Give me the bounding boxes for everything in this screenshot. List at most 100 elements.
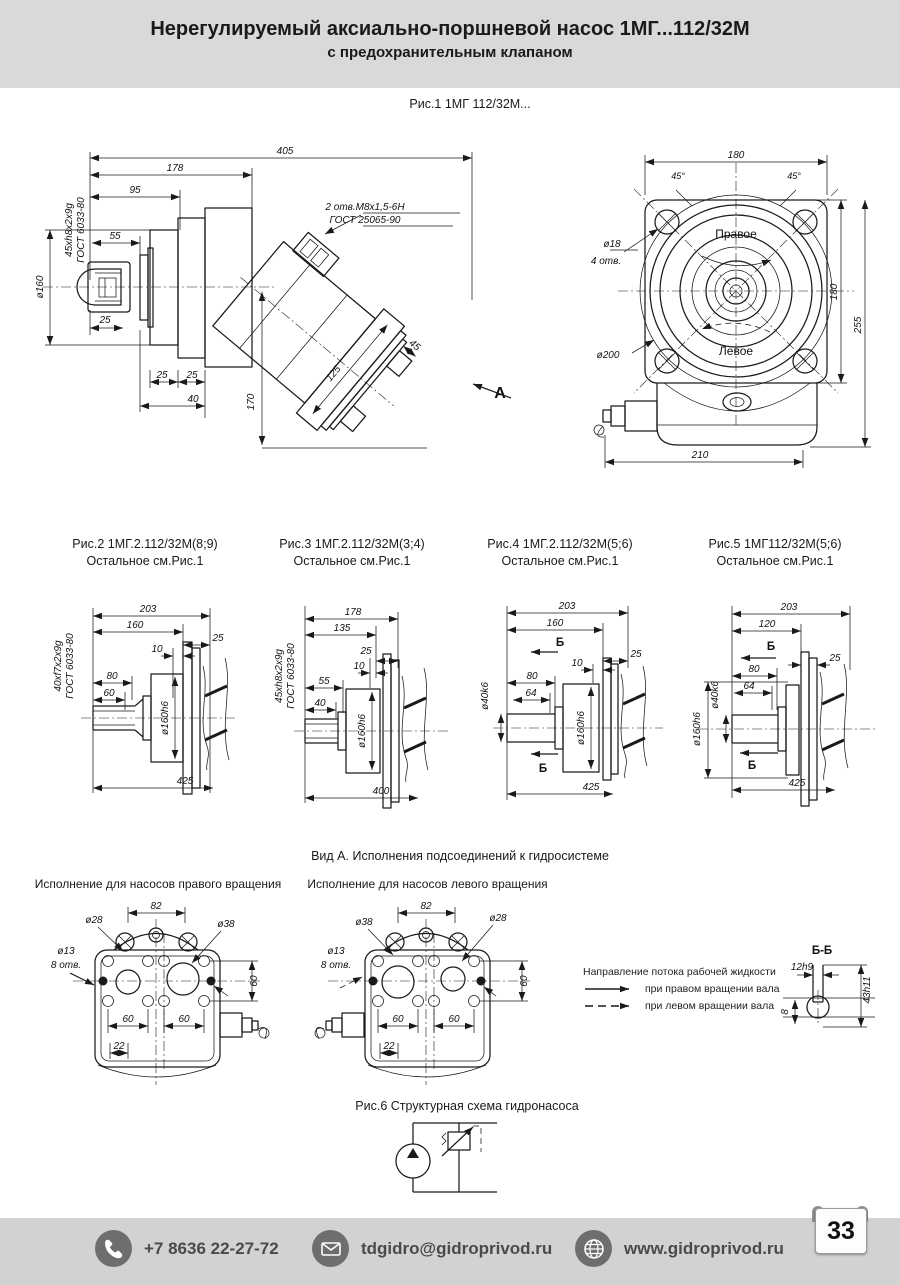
left-rotation-title: Исполнение для насосов левого вращения — [307, 877, 548, 891]
angle-dim: 45° — [787, 171, 801, 181]
phone-number: +7 8636 22-27-72 — [144, 1238, 279, 1258]
fig1-side-outline: 125 45 — [43, 207, 422, 433]
dim: 425 — [789, 778, 806, 789]
dim: ø18 — [603, 239, 621, 250]
fig2-caption: Рис.2 1МГ.2.112/32М(8;9)Остальное см.Рис… — [72, 537, 218, 568]
dim: ø160h6 — [160, 701, 171, 735]
dim: 25 — [155, 370, 168, 381]
spline-designation: 45xh8x2x9g — [274, 649, 285, 703]
fig1-side-view-drawing: 405 178 95 55 45xh8x2x9g ГОСТ 6033-80 ø1… — [35, 146, 512, 449]
fig5-outline — [698, 651, 878, 807]
dim: 400 — [373, 786, 390, 797]
vid-a-title: Вид А. Исполнения подсоединений к гидрос… — [311, 849, 609, 863]
mounting-bolt-holes — [654, 209, 818, 374]
page-number: 33 — [815, 1208, 867, 1254]
dim: 425 — [583, 782, 600, 793]
fig6-schematic-drawing — [395, 1122, 497, 1193]
dim: 10 — [353, 661, 365, 672]
gost-standard: ГОСТ 6033-80 — [65, 633, 76, 699]
spline-designation: 40xf7x2x9g — [53, 640, 64, 692]
flange-outline — [73, 919, 270, 1085]
dim: 203 — [558, 601, 576, 612]
dim: 25 — [359, 646, 372, 657]
fig1-front-outline — [593, 163, 854, 446]
dim: 60 — [448, 1014, 460, 1025]
dim: 210 — [691, 450, 709, 461]
phone-icon — [95, 1230, 132, 1267]
fig5-caption: Рис.5 1МГ112/32М(5;6)Остальное см.Рис.1 — [708, 537, 842, 568]
dim: 405 — [277, 146, 294, 157]
dim: 60 — [249, 975, 260, 987]
page-number-bookmark: 33 — [812, 1206, 868, 1254]
footer-website: www.gidroprivod.ru — [575, 1230, 784, 1267]
dim: 255 — [853, 316, 864, 334]
dim: 82 — [150, 901, 162, 912]
fig1-caption: Рис.1 1МГ 112/32М... — [409, 97, 531, 111]
rotation-left-label: Левое — [719, 344, 753, 358]
legend-title: Направление потока рабочей жидкости — [583, 966, 776, 978]
dim: ø28 — [85, 915, 103, 926]
dim: 80 — [526, 671, 538, 682]
dim: 25 — [98, 315, 111, 326]
dimensions: 82 ø28 ø38 ø13 8 отв. 60 60 60 22 — [51, 901, 260, 1059]
dim: 60 — [392, 1014, 404, 1025]
globe-icon — [575, 1230, 612, 1267]
fig4-outline — [493, 657, 663, 781]
dim: 22 — [112, 1041, 125, 1052]
dim: ø160h6 — [692, 712, 703, 746]
dim: 8 — [780, 1009, 791, 1015]
solid-arrow-icon — [585, 985, 629, 993]
dim: 80 — [106, 671, 118, 682]
fig3-caption: Рис.3 1МГ.2.112/32М(3;4)Остальное см.Рис… — [279, 537, 425, 568]
dim: 8 отв. — [321, 960, 351, 971]
dim: 178 — [167, 163, 184, 174]
page-title: Нерегулируемый аксиально-поршневой насос… — [150, 18, 750, 40]
dim: 95 — [129, 185, 141, 196]
fig5-drawing: 203 120 Б 25 80 64 ø40k6 ø160h6 Б 425 — [692, 602, 878, 807]
dim: 25 — [185, 370, 198, 381]
rotation-right-label: Правое — [715, 227, 757, 241]
website-url: www.gidroprivod.ru — [624, 1238, 784, 1258]
dim: 425 — [177, 776, 194, 787]
gost-standard: ГОСТ 6033-80 — [286, 643, 297, 709]
page-subtitle: с предохранительным клапаном — [327, 44, 573, 61]
fig4-drawing: 203 160 Б 25 10 80 64 ø40k6 ø160h6 Б 42 — [480, 601, 663, 800]
thread-note: 2 отв.М8х1,5-6Н — [324, 202, 405, 213]
section-mark: Б — [556, 637, 564, 649]
dashed-arrow-icon — [585, 1002, 629, 1010]
dim: 160 — [127, 620, 144, 631]
dim: 10 — [151, 644, 163, 655]
fig3-outline — [294, 653, 448, 809]
footer-phone: +7 8636 22-27-72 — [95, 1230, 279, 1267]
dim: ø200 — [597, 350, 620, 361]
dim: 80 — [748, 664, 760, 675]
dim: 60 — [519, 975, 530, 987]
flow-direction-legend: Направление потока рабочей жидкости при … — [583, 966, 813, 1012]
dim: 4 отв. — [591, 256, 621, 267]
dim: ø38 — [355, 917, 373, 928]
dim: ø160 — [35, 275, 46, 298]
right-rotation-title: Исполнение для насосов правого вращения — [34, 877, 282, 891]
dim: ø13 — [327, 946, 345, 957]
dim: 160 — [547, 618, 564, 629]
pump-symbol — [407, 1148, 419, 1158]
fig3-drawing: 178 135 25 10 45xh8x2x9g ГОСТ 6033-80 55… — [274, 606, 448, 809]
dim: 60 — [103, 688, 115, 699]
fig2-outline — [81, 641, 235, 795]
fig2-drawing: 203 160 25 10 40xf7x2x9g ГОСТ 6033-80 80… — [53, 604, 235, 795]
dim: 55 — [318, 676, 330, 687]
dim: 25 — [211, 633, 224, 644]
dim: 25 — [629, 649, 642, 660]
dim: 64 — [525, 688, 537, 699]
fig1-front-dimensions: 180 45° 45° ø18 4 отв. ø200 Правое Левое… — [591, 150, 871, 468]
fig1-angled-block: 125 45 — [212, 231, 422, 433]
email-address: tdgidro@gidroprivod.ru — [361, 1238, 553, 1258]
dim: ø13 — [57, 946, 75, 957]
dim: 12h9 — [791, 962, 814, 973]
dim: 40 — [187, 394, 199, 405]
dim: 64 — [743, 681, 755, 692]
relief-valve — [314, 1012, 365, 1040]
angle-dim: 45° — [671, 171, 685, 181]
dim: 8 отв. — [51, 960, 81, 971]
footer-email: tdgidro@gidroprivod.ru — [312, 1230, 552, 1267]
